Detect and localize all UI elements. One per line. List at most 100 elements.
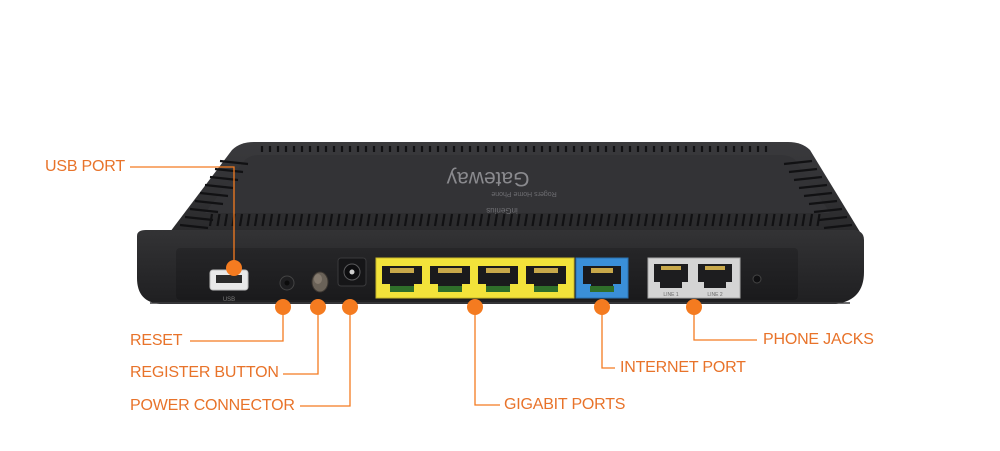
indicator-hole xyxy=(752,274,762,284)
internet-leader-line xyxy=(601,308,615,369)
vent-slot xyxy=(798,183,828,190)
callout-dots xyxy=(226,260,702,315)
vent-slot xyxy=(501,213,506,227)
vent-slot xyxy=(219,159,249,166)
vent-slot xyxy=(711,213,716,227)
vent-slot xyxy=(358,213,364,227)
vent-slot xyxy=(426,213,431,227)
vent-slot xyxy=(508,213,514,227)
label-register-button: REGISTER BUTTON xyxy=(130,364,279,381)
vent-slot xyxy=(261,213,266,227)
label-power-connector: POWER CONNECTOR xyxy=(130,397,295,414)
socket-contacts xyxy=(534,268,558,273)
vent-slot xyxy=(651,213,656,227)
vent-slot xyxy=(366,213,371,227)
vent-slot xyxy=(223,213,229,227)
vent-slot xyxy=(733,213,739,227)
socket-clip xyxy=(486,286,510,292)
gigabit-port-sockets xyxy=(382,266,566,292)
vent-slot xyxy=(756,213,761,227)
vent-slot xyxy=(283,213,289,227)
vent-slot xyxy=(189,207,219,214)
vent-slot xyxy=(268,213,274,227)
vent-slot xyxy=(681,213,686,227)
vent-slot xyxy=(516,213,521,227)
socket-contacts xyxy=(390,268,414,273)
vent-slot xyxy=(276,213,281,227)
vent-slot xyxy=(696,213,701,227)
label-internet-port: INTERNET PORT xyxy=(620,359,746,376)
vent-slot xyxy=(703,213,709,227)
label-usb-port: USB PORT xyxy=(45,158,125,175)
vent-slot xyxy=(199,191,229,198)
vent-slot xyxy=(216,213,221,227)
vent-slot xyxy=(786,213,791,227)
label-gigabit-ports: GIGABIT PORTS xyxy=(504,396,626,413)
phone-caption-2: LINE 2 xyxy=(707,292,723,298)
vent-slot xyxy=(598,213,604,227)
vent-slot xyxy=(403,213,409,227)
callout-lines xyxy=(130,166,757,407)
vent-slot xyxy=(381,213,386,227)
vent-slot xyxy=(214,167,244,174)
vent-slot xyxy=(816,213,821,227)
vent-slot xyxy=(298,213,304,227)
vent-slot xyxy=(246,213,251,227)
label-reset: RESET xyxy=(130,332,183,349)
vent-slot xyxy=(328,213,334,227)
phone-leader-line xyxy=(693,308,757,341)
vent-slot xyxy=(343,213,349,227)
power-dot xyxy=(342,299,358,315)
socket-contacts xyxy=(486,268,510,273)
vent-slot xyxy=(553,213,559,227)
vent-slot xyxy=(238,213,244,227)
internet-dot xyxy=(594,299,610,315)
register-button-knob xyxy=(311,271,329,293)
vent-slot xyxy=(778,213,784,227)
vent-slot xyxy=(546,213,551,227)
router-top-panel xyxy=(205,155,830,213)
socket-clip xyxy=(534,286,558,292)
vent-slot xyxy=(818,215,848,222)
vent-slot xyxy=(636,213,641,227)
vent-slot xyxy=(763,213,769,227)
vent-slot xyxy=(351,213,356,227)
vent-slot xyxy=(613,213,619,227)
usb-caption: USB xyxy=(223,297,235,303)
ventilation-slots xyxy=(179,146,853,230)
vent-slot xyxy=(793,175,823,182)
vent-slot xyxy=(628,213,634,227)
vent-slot xyxy=(373,213,379,227)
reset-pinhole xyxy=(279,275,295,291)
vent-slot xyxy=(336,213,341,227)
vent-slot xyxy=(803,191,833,198)
vent-slot xyxy=(538,213,544,227)
vent-slot xyxy=(493,213,499,227)
vent-slot xyxy=(726,213,731,227)
vent-slot xyxy=(448,213,454,227)
reset-leader-line xyxy=(190,308,284,342)
vent-slot xyxy=(741,213,746,227)
vent-slot xyxy=(194,199,224,206)
vent-slot xyxy=(291,213,296,227)
vent-slot xyxy=(788,167,818,174)
vent-slot xyxy=(523,213,529,227)
vent-slot xyxy=(411,213,416,227)
register-dot xyxy=(310,299,326,315)
reset-dot xyxy=(275,299,291,315)
vent-slot xyxy=(688,213,694,227)
vent-slot xyxy=(561,213,566,227)
vent-slot xyxy=(209,175,239,182)
vent-slot xyxy=(478,213,484,227)
gigabit-dot xyxy=(467,299,483,315)
vent-slot xyxy=(718,213,724,227)
gigabit-port-block xyxy=(375,257,575,299)
vent-slot xyxy=(591,213,596,227)
phone-dot xyxy=(686,299,702,315)
sub-brand-text: inGenius xyxy=(486,206,518,215)
brand-group: Gateway Rogers Home Phone inGenius xyxy=(446,167,557,215)
vent-slot xyxy=(433,213,439,227)
vent-slot xyxy=(463,213,469,227)
vent-slot xyxy=(486,213,491,227)
